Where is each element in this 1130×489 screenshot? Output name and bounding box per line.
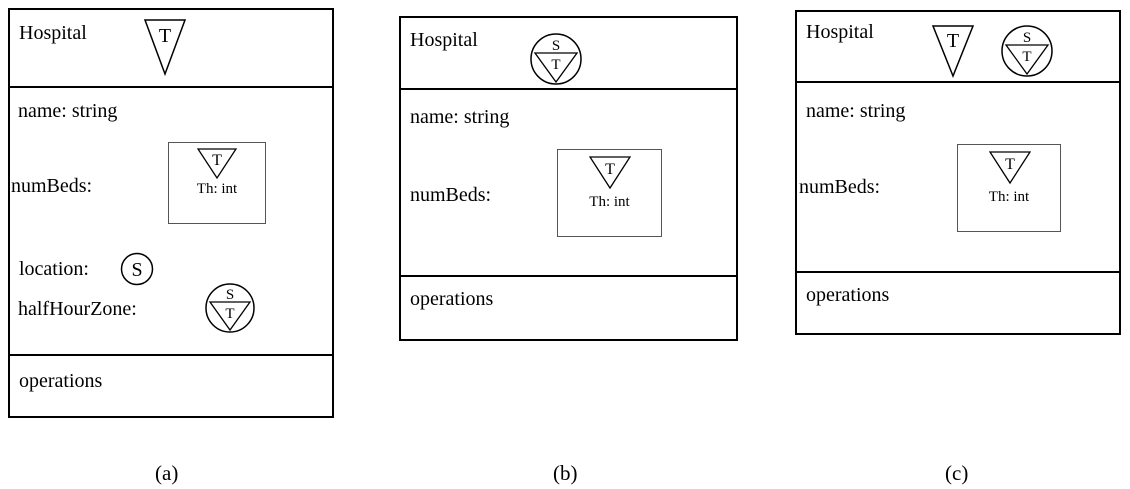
attribute-location-label-a: location: xyxy=(19,258,89,280)
class-box-c: Hospital T S T name: string numBeds: T T… xyxy=(795,10,1121,335)
class-marker-label-a: T xyxy=(159,25,171,47)
class-box-a: Hospital T name: string numBeds: T Th: i… xyxy=(8,8,334,418)
svg-text:T: T xyxy=(1022,49,1031,65)
svg-text:T: T xyxy=(212,152,222,169)
spatio-temporal-icon: S T xyxy=(1001,25,1053,77)
svg-text:T: T xyxy=(1005,156,1015,173)
svg-text:S: S xyxy=(1023,30,1031,46)
attribute-name-b: name: string xyxy=(410,106,510,128)
temporal-triangle-icon: T xyxy=(931,25,975,78)
svg-text:T: T xyxy=(947,30,959,52)
numbeds-thematic-type-box-b: T Th: int xyxy=(557,149,662,237)
attribute-name-a: name: string xyxy=(18,100,118,122)
temporal-triangle-icon: T xyxy=(197,148,237,180)
class-name-a: Hospital xyxy=(19,22,87,44)
attribute-halfhourzone-label-a: halfHourZone: xyxy=(18,298,137,320)
svg-text:S: S xyxy=(226,287,234,303)
temporal-triangle-icon: T xyxy=(989,151,1031,185)
temporal-triangle-icon: T xyxy=(589,156,631,190)
attributes-divider-b xyxy=(401,275,736,277)
class-header-divider-c xyxy=(797,81,1119,83)
operations-label-b: operations xyxy=(410,288,494,310)
class-header-divider-b xyxy=(401,88,736,90)
svg-text:S: S xyxy=(552,38,560,54)
svg-text:T: T xyxy=(605,161,615,178)
numbeds-type-label-a: Th: int xyxy=(196,181,238,197)
caption-a: (a) xyxy=(155,461,179,485)
numbeds-type-label-b: Th: int xyxy=(589,194,630,210)
attributes-divider-c xyxy=(797,271,1119,273)
operations-label-a: operations xyxy=(19,370,103,392)
class-name-c: Hospital xyxy=(806,21,874,43)
svg-text:S: S xyxy=(131,259,142,281)
attribute-numbeds-label-c: numBeds: xyxy=(799,176,881,198)
attribute-numbeds-label-a: numBeds: xyxy=(11,175,93,197)
class-box-b: Hospital S T name: string numBeds: T Th:… xyxy=(399,16,738,341)
spatio-temporal-icon: S T xyxy=(530,33,582,85)
attributes-divider-a xyxy=(10,354,332,356)
class-header-divider-a xyxy=(10,86,332,88)
numbeds-thematic-type-box-c: T Th: int xyxy=(957,144,1061,232)
temporal-triangle-icon: T xyxy=(143,19,187,76)
numbeds-thematic-type-box-a: T Th: int xyxy=(168,142,266,224)
caption-c: (c) xyxy=(945,461,969,485)
svg-text:T: T xyxy=(225,306,234,322)
attribute-name-c: name: string xyxy=(806,100,906,122)
spatio-temporal-icon: S T xyxy=(205,283,255,333)
class-name-b: Hospital xyxy=(410,29,478,51)
numbeds-type-label-c: Th: int xyxy=(988,189,1030,205)
svg-text:T: T xyxy=(551,57,560,73)
operations-label-c: operations xyxy=(806,284,890,306)
spatial-circle-icon: S xyxy=(120,252,154,286)
attribute-numbeds-label-b: numBeds: xyxy=(410,184,492,206)
caption-b: (b) xyxy=(553,461,578,485)
